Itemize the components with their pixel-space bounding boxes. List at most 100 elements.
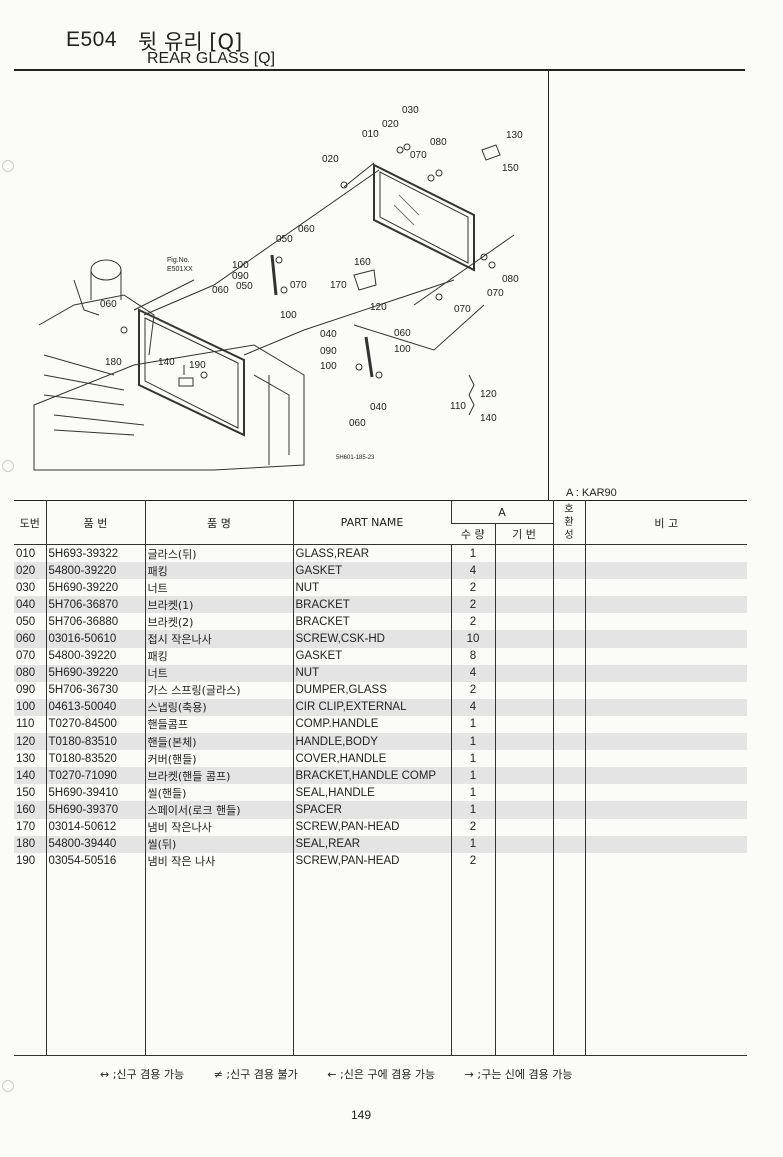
qty-cell: 4 xyxy=(450,562,495,580)
name-ko-cell: 씰(뒤) xyxy=(144,835,293,853)
remarks-cell xyxy=(584,715,747,734)
callout-label: 060 xyxy=(349,418,366,429)
ref-cell: 060 xyxy=(14,630,46,648)
header-name-ko: 품 명 xyxy=(144,501,293,545)
name-ko-cell: 접시 작은나사 xyxy=(144,630,293,648)
name-ko-cell: 핸들(본체) xyxy=(144,733,293,751)
part-no-cell: 5H693-39322 xyxy=(45,544,145,563)
empty-cell xyxy=(292,869,451,1056)
name-ko-cell: 글라스(뒤) xyxy=(144,544,293,563)
name-en-cell: NUT xyxy=(292,664,451,682)
callout-label: 100 xyxy=(320,361,337,372)
name-en-cell: SCREW,PAN-HEAD xyxy=(292,818,451,836)
compatibility-legend: ↔ ;신구 겸용 가능 ≠ ;신구 겸용 불가 ← ;신은 구에 겸용 가능 →… xyxy=(100,1066,599,1082)
punch-hole xyxy=(2,160,14,172)
qty-cell: 1 xyxy=(450,767,495,785)
callout-label: 160 xyxy=(354,257,371,268)
header-remarks: 비 고 xyxy=(584,501,747,545)
interchange-cell xyxy=(552,801,585,819)
figure-ref-id: E501XX xyxy=(167,266,193,273)
interchange-cell xyxy=(552,630,585,648)
name-en-cell: GASKET xyxy=(292,647,451,665)
empty-cell xyxy=(584,869,747,1056)
callout-label: 170 xyxy=(330,280,347,291)
remarks-cell xyxy=(584,835,747,853)
remarks-cell xyxy=(584,852,747,870)
spec-cell xyxy=(494,750,553,768)
name-en-cell: GASKET xyxy=(292,562,451,580)
page-number: 149 xyxy=(351,1108,372,1122)
callout-label: 110 xyxy=(450,401,466,412)
remarks-cell xyxy=(584,630,747,648)
callout-label: 120 xyxy=(370,302,387,313)
spec-cell xyxy=(494,784,553,802)
qty-cell: 2 xyxy=(450,852,495,870)
spec-cell xyxy=(494,733,553,751)
cab-upper xyxy=(38,294,155,356)
callout-label: 020 xyxy=(382,119,399,130)
gas-strut xyxy=(270,254,278,296)
punch-hole xyxy=(2,1080,14,1092)
ref-cell: 090 xyxy=(16,684,36,697)
legend-item: ≠ ;신구 겸용 불가 xyxy=(213,1068,298,1081)
remarks-cell xyxy=(584,681,747,699)
interchange-cell xyxy=(552,715,585,734)
part-no-cell: 5H690-39410 xyxy=(45,784,145,802)
ref-cell: 160 xyxy=(14,801,46,819)
page-title-korean: 뒷 유리 [Q] xyxy=(138,30,243,54)
page-title-english: REAR GLASS [Q] xyxy=(147,50,276,67)
part-no-cell: 5H706-36880 xyxy=(45,613,145,631)
remarks-cell xyxy=(584,664,747,682)
part-no-cell: 5H706-36870 xyxy=(45,596,145,614)
name-en-cell: COVER,HANDLE xyxy=(292,750,451,768)
qty-cell: 1 xyxy=(450,733,495,751)
qty-cell: 1 xyxy=(450,835,495,853)
spec-cell xyxy=(494,852,553,870)
tank-cap xyxy=(90,259,122,281)
name-en-cell: NUT xyxy=(292,579,451,597)
legend-item: → ;구는 신에 겸용 가능 xyxy=(464,1068,573,1081)
name-ko-cell: 커버(핸들) xyxy=(144,750,293,768)
name-en-cell: SCREW,CSK-HD xyxy=(292,630,451,648)
name-ko-cell: 너트 xyxy=(144,664,293,682)
callout-label: 030 xyxy=(402,105,419,116)
interchange-cell xyxy=(552,784,585,802)
qty-cell: 2 xyxy=(450,613,495,631)
ref-cell: 050 xyxy=(16,615,36,628)
part-no-cell: 5H690-39220 xyxy=(45,579,145,597)
callout-label: 100 xyxy=(394,344,411,355)
empty-cell xyxy=(494,869,553,1056)
ref-cell: 140 xyxy=(14,767,46,785)
table-filler-row xyxy=(14,869,747,1056)
name-ko-cell: 브라켓(1) xyxy=(144,596,293,614)
ref-cell: 170 xyxy=(16,821,36,834)
part-no-cell: 03014-50612 xyxy=(45,818,145,836)
remarks-cell xyxy=(584,596,747,614)
interchange-cell xyxy=(552,596,585,614)
ref-cell: 010 xyxy=(16,547,36,560)
name-en-cell: BRACKET xyxy=(292,613,451,631)
callout-label: 150 xyxy=(502,163,519,174)
part-no-cell: 5H690-39220 xyxy=(45,664,145,682)
legend-item: ← ;신은 구에 겸용 가능 xyxy=(327,1068,436,1081)
header-rule xyxy=(14,69,745,71)
callout-label: 070 xyxy=(454,304,471,315)
remarks-cell xyxy=(584,562,747,580)
callout-label: 090 xyxy=(232,271,249,282)
parts-table: 도번 품 번 품 명 PART NAME A 호 환 성 비 고 수 량 기 번… xyxy=(14,501,747,1056)
qty-cell: 10 xyxy=(450,630,495,648)
qty-cell: 1 xyxy=(450,801,495,819)
part-no-cell: 03016-50610 xyxy=(45,630,145,648)
callout-label: 070 xyxy=(410,150,427,161)
header-spec: 기 번 xyxy=(494,523,553,545)
name-en-cell: SEAL,REAR xyxy=(292,835,451,853)
name-ko-cell: 핸들콤프 xyxy=(144,715,293,734)
